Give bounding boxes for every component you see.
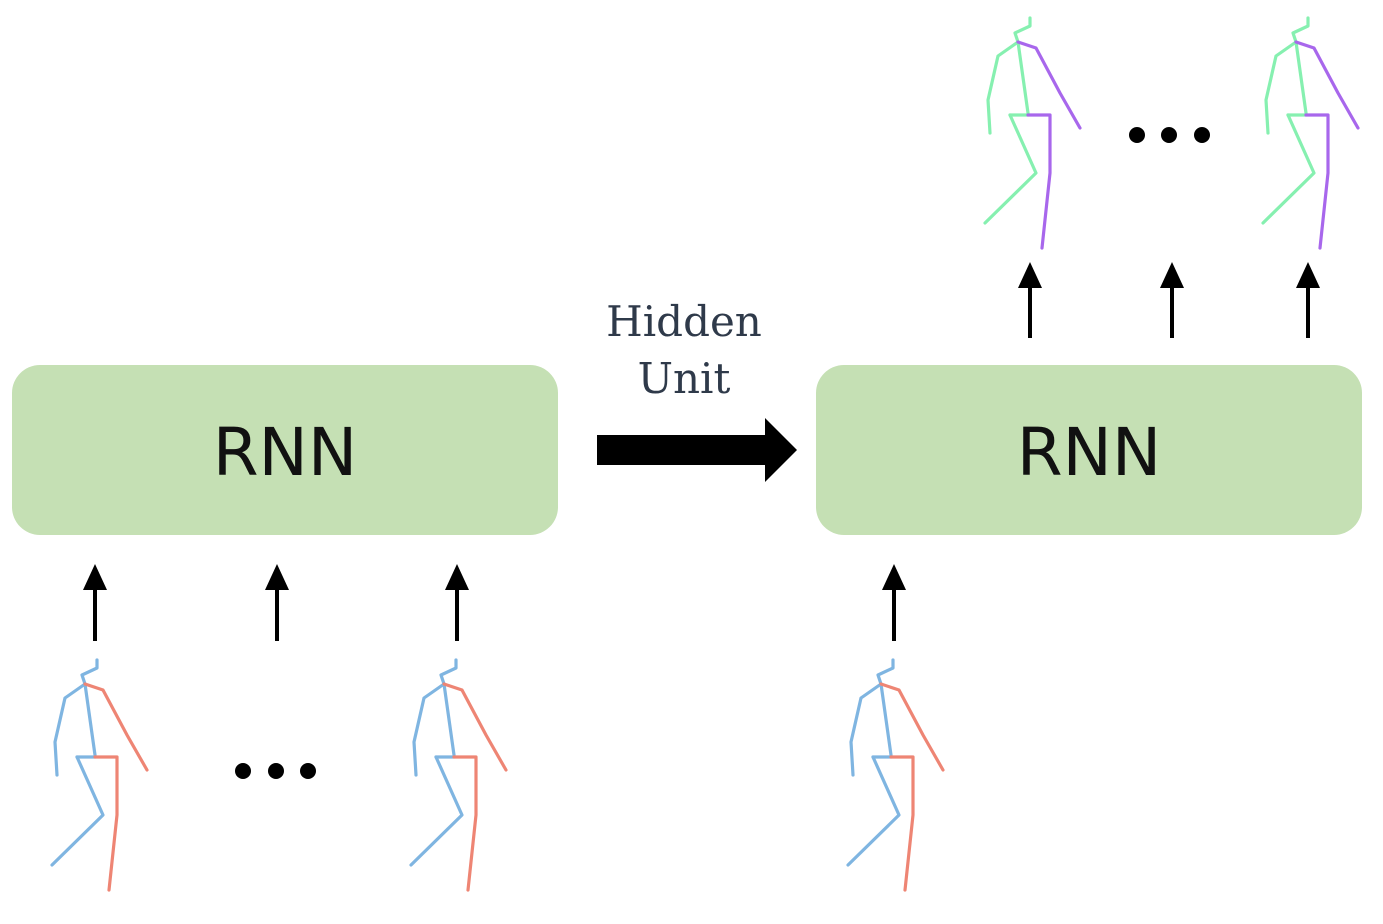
skeleton-figure [409, 658, 508, 892]
output-pose-icon [983, 16, 1082, 250]
arrow-up-icon [1018, 262, 1042, 338]
output-ellipsis-icon [1129, 127, 1210, 143]
decoder-output-arrows [1018, 262, 1320, 338]
arrow-up-icon [265, 564, 289, 641]
skeleton-figure [846, 658, 945, 892]
output-pose-sequence [983, 16, 1360, 250]
arrow-up-icon [1160, 262, 1184, 338]
decoder-input-pose-icon [846, 658, 945, 892]
skeleton-figure [983, 16, 1082, 250]
hidden-unit-label-line1: Hidden [606, 297, 762, 346]
input-pose-icon [50, 658, 149, 892]
hidden-unit-label-line2: Unit [638, 354, 731, 403]
hidden-unit-arrow [597, 418, 797, 482]
input-ellipsis-icon [235, 763, 316, 779]
encoder-box [12, 365, 558, 535]
input-pose-icon [409, 658, 508, 892]
decoder-input-arrow [882, 564, 906, 641]
decoder-label: RNN [1017, 414, 1162, 491]
arrow-up-icon [882, 564, 906, 641]
input-pose-sequence [50, 658, 945, 892]
arrow-up-icon [445, 564, 469, 641]
skeleton-figure [1261, 16, 1360, 250]
arrow-up-icon [1296, 262, 1320, 338]
output-pose-icon [1261, 16, 1360, 250]
skeleton-figure [50, 658, 149, 892]
encoder-input-arrows [83, 564, 469, 641]
arrow-up-icon [83, 564, 107, 641]
encoder-label: RNN [213, 414, 358, 491]
decoder-box [816, 365, 1362, 535]
